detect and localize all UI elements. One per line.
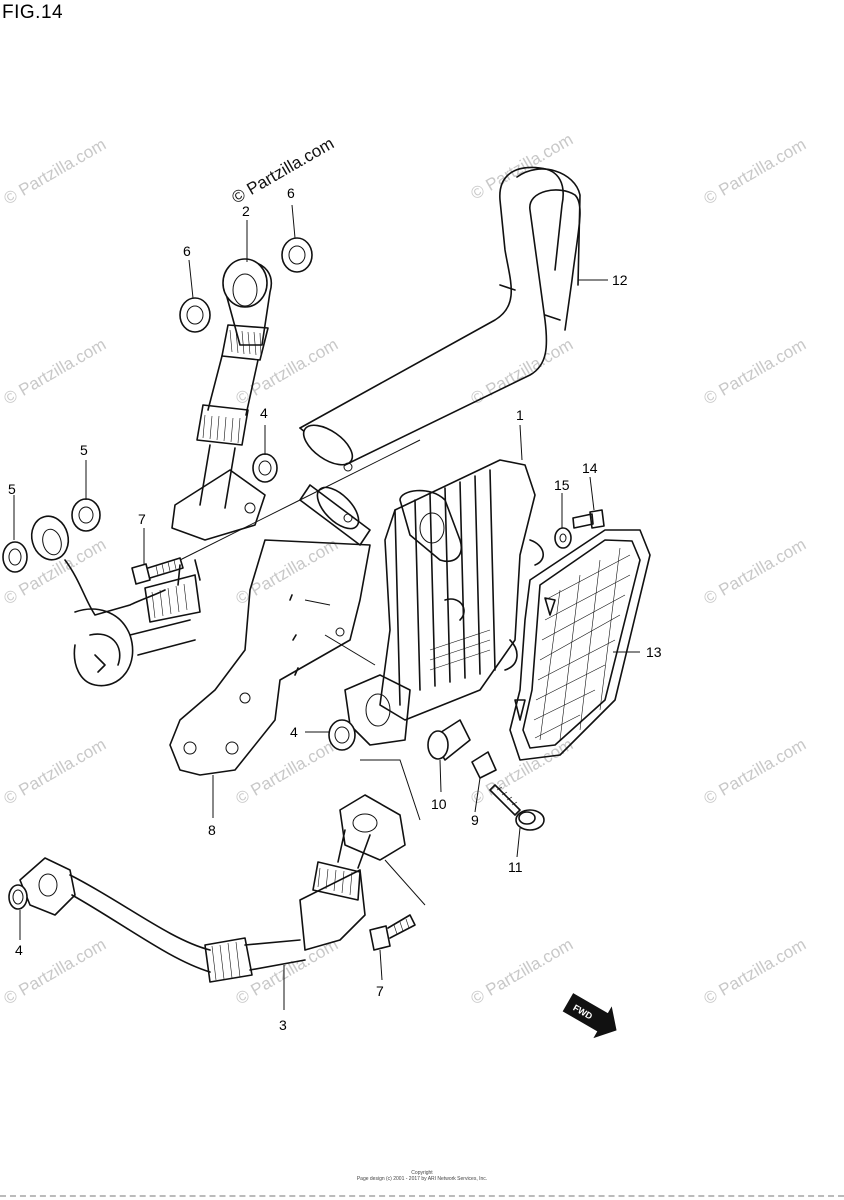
watermark-text: © Partzilla.com bbox=[1, 135, 110, 209]
callout-15: 15 bbox=[554, 477, 570, 493]
part-7-bolt-upper bbox=[131, 557, 184, 585]
callout-2: 2 bbox=[242, 203, 250, 219]
part-8-bracket bbox=[169, 539, 371, 776]
fwd-arrow-icon: FWD bbox=[562, 993, 617, 1039]
part-2-upper-hose bbox=[171, 258, 272, 541]
callout-9: 9 bbox=[471, 812, 479, 828]
part-13-cover bbox=[509, 529, 651, 761]
callout-4: 4 bbox=[260, 405, 268, 421]
footer-copyright: Copyright bbox=[411, 1170, 433, 1176]
watermark-text: © Partzilla.com bbox=[701, 735, 810, 809]
page-footer: Copyright Page design (c) 2001 - 2017 by… bbox=[0, 1170, 844, 1182]
footer-divider bbox=[0, 1195, 844, 1197]
part-9-collar bbox=[471, 751, 497, 779]
part-10-grommet bbox=[427, 719, 471, 761]
watermark-text: © Partzilla.com bbox=[701, 535, 810, 609]
callout-14: 14 bbox=[582, 460, 598, 476]
callout-4: 4 bbox=[290, 724, 298, 740]
part-4-washer-lower bbox=[8, 884, 28, 910]
assembly-lines bbox=[179, 439, 426, 906]
watermark-main: © Partzilla.com bbox=[229, 134, 338, 208]
watermark-text: © Partzilla.com bbox=[1, 335, 110, 409]
part-11-bolt bbox=[489, 784, 545, 831]
footer-credit: Page design (c) 2001 - 2017 by ARI Netwo… bbox=[356, 1176, 488, 1182]
callout-5: 5 bbox=[80, 442, 88, 458]
part-6-washer-right bbox=[281, 237, 313, 273]
callout-11: 11 bbox=[508, 859, 523, 875]
watermark-text: © Partzilla.com bbox=[233, 935, 342, 1009]
leader-lines bbox=[13, 204, 640, 1010]
watermark-text: © Partzilla.com bbox=[233, 735, 342, 809]
callout-13: 13 bbox=[646, 644, 662, 660]
watermark-text: © Partzilla.com bbox=[701, 935, 810, 1009]
part-14-bolt bbox=[572, 509, 605, 529]
part-4-washer-mid bbox=[328, 719, 356, 751]
part-5-washer-mid bbox=[71, 498, 101, 532]
callout-6: 6 bbox=[287, 185, 295, 201]
callout-labels: 1 2 3 4 4 4 5 5 6 6 7 7 8 9 10 11 12 13 … bbox=[8, 185, 662, 1033]
watermark-text: © Partzilla.com bbox=[701, 335, 810, 409]
watermark-text: © Partzilla.com bbox=[1, 735, 110, 809]
part-7-bolt-lower bbox=[369, 914, 416, 951]
watermark-grid: © Partzilla.com © Partzilla.com © Partzi… bbox=[1, 130, 810, 1009]
watermark-text: © Partzilla.com bbox=[701, 135, 810, 209]
callout-7: 7 bbox=[376, 983, 384, 999]
figure-title: FIG.14 bbox=[2, 2, 64, 23]
callout-12: 12 bbox=[612, 272, 628, 288]
part-1-oil-cooler bbox=[344, 459, 544, 746]
part-4-washer-upper bbox=[252, 453, 278, 483]
callout-5: 5 bbox=[8, 481, 16, 497]
part-15-washer bbox=[554, 527, 572, 549]
callout-6: 6 bbox=[183, 243, 191, 259]
part-5-washer-left bbox=[2, 541, 28, 573]
callout-3: 3 bbox=[279, 1017, 287, 1033]
callout-10: 10 bbox=[431, 796, 447, 812]
part-6-washer-left bbox=[179, 297, 211, 333]
callout-8: 8 bbox=[208, 822, 216, 838]
watermark-text: © Partzilla.com bbox=[468, 130, 577, 204]
part-3-lower-hose bbox=[19, 794, 406, 983]
watermark-text: © Partzilla.com bbox=[468, 935, 577, 1009]
part-5-banjo-hose bbox=[30, 515, 201, 687]
callout-1: 1 bbox=[516, 407, 524, 423]
callout-4: 4 bbox=[15, 942, 23, 958]
callout-7: 7 bbox=[138, 511, 146, 527]
